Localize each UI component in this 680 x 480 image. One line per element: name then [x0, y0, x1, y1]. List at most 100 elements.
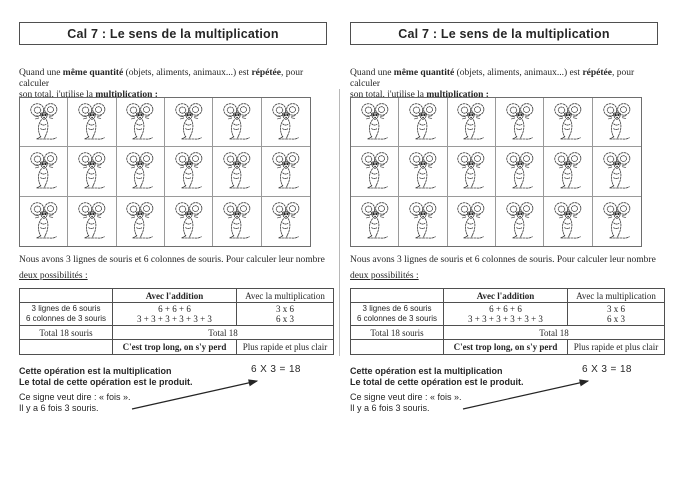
mouse-cell [544, 196, 593, 246]
intro-bold: multiplication : [426, 90, 489, 100]
multiplication-expression: 6 x 3 [276, 314, 294, 324]
mouse-icon [30, 103, 57, 140]
mouse-icon [223, 152, 251, 189]
mouse-icon [554, 103, 582, 140]
page-title: Cal 7 : Le sens de la multiplication [398, 26, 610, 41]
mouse-icon [175, 103, 202, 140]
mouse-cell [164, 147, 214, 197]
mouse-icon [78, 202, 106, 239]
annotation-arrow [131, 379, 259, 410]
mouse-icon [78, 152, 106, 189]
intro-bold: répétée [251, 68, 281, 78]
mouse-cell [20, 98, 69, 148]
mouse-cell [399, 196, 448, 246]
intro-part: , pour calculer [350, 68, 635, 89]
total-label: Total 18 souris [370, 327, 424, 338]
mouse-cell [117, 196, 165, 246]
intro-part: , pour calculer [19, 68, 304, 89]
mouse-icon [409, 103, 437, 140]
mouse-cell [68, 196, 117, 246]
mouse-icon [554, 202, 582, 239]
addition-sum: 6 + 6 + 6 [158, 303, 191, 314]
worksheet-page: Cal 7 : Le sens de la multiplication Qua… [10, 0, 334, 480]
comparison-table: Avec l'addition Avec la multiplication 3… [350, 288, 665, 355]
header-multiplication-label: Avec la multiplication [245, 290, 325, 301]
sign-example-line: Il y a 6 fois 3 souris. [19, 403, 99, 413]
mouse-cell [20, 196, 69, 246]
mouse-cell [261, 98, 310, 148]
verdict-empty-cell [19, 339, 113, 355]
conclusion-line: Cette opération est la multiplication [350, 366, 503, 376]
header-multiplication-cell: Avec la multiplication [236, 288, 334, 303]
total-value: Total 18 [208, 327, 238, 338]
mouse-cell [213, 147, 262, 197]
addition-sum: 3 + 3 + 3 + 3 + 3 + 3 [137, 314, 212, 324]
sign-explanation-text: Ce signe veut dire : « fois ».Il y a 6 f… [350, 392, 462, 414]
row-label: 6 colonnes de 3 souris [356, 314, 438, 323]
annotation-arrow [462, 379, 590, 410]
row-label: 3 lignes de 6 souris [362, 303, 432, 313]
mouse-cell [351, 196, 400, 246]
table-total-row: Total 18 souris Total 18 [350, 325, 665, 340]
table-verdict-row: C'est trop long, on s'y perd Plus rapide… [19, 339, 334, 355]
mice-grid [19, 97, 311, 247]
verdict-addition-cell: C'est trop long, on s'y perd [443, 339, 568, 355]
intro-bold: répétée [582, 68, 612, 78]
intro-part: (objets, aliments, animaux...) est [454, 68, 583, 78]
multiplication-equation: 6 X 3 = 18 [251, 364, 301, 375]
verdict-multiplication-label: Plus rapide et plus clair [573, 342, 659, 352]
verdict-addition-label: C'est trop long, on s'y perd [122, 342, 227, 352]
total-label-cell: Total 18 souris [19, 325, 113, 340]
comparison-table: Avec l'addition Avec la multiplication 3… [19, 288, 334, 355]
mouse-cell [351, 147, 400, 197]
intro-part: Quand une [350, 68, 394, 78]
intro-part: (objets, aliments, animaux...) est [123, 68, 252, 78]
mouse-icon [175, 152, 202, 189]
sign-meaning-line: Ce signe veut dire : « fois ». [19, 392, 131, 402]
conclusion-line: Cette opération est la multiplication [19, 366, 172, 376]
verdict-multiplication-cell: Plus rapide et plus clair [567, 339, 665, 355]
mouse-icon [457, 202, 485, 239]
mouse-cell [213, 98, 262, 148]
mouse-icon [272, 152, 300, 189]
conclusion-line: Le total de cette opération est le produ… [350, 377, 524, 387]
mouse-cell [592, 98, 641, 148]
mouse-icon [457, 152, 485, 189]
mouse-cell [213, 196, 262, 246]
intro-bold: même quantité [62, 68, 124, 78]
sign-explanation-text: Ce signe veut dire : « fois ».Il y a 6 f… [19, 392, 131, 414]
mouse-cell [116, 98, 165, 148]
mouse-icon [272, 202, 300, 239]
mouse-cell [592, 147, 641, 197]
addition-sum: 3 + 3 + 3 + 3 + 3 + 3 [468, 314, 543, 324]
total-label-cell: Total 18 souris [350, 325, 444, 340]
mouse-cell [495, 98, 545, 148]
mouse-cell [399, 98, 448, 148]
mouse-cell [593, 197, 641, 246]
header-empty-cell [19, 288, 113, 303]
total-value-cell: Total 18 [112, 325, 334, 340]
table-header-row: Avec l'addition Avec la multiplication [350, 288, 665, 303]
verdict-addition-label: C'est trop long, on s'y perd [453, 342, 558, 352]
mouse-icon [361, 103, 388, 140]
counting-line: Nous avons 3 lignes de souris et 6 colon… [19, 255, 325, 265]
intro-part: Quand une [19, 68, 63, 78]
header-addition-label: Avec l'addition [145, 290, 204, 301]
mouse-icon [223, 202, 251, 239]
mouse-icon [554, 152, 582, 189]
mouse-icon [409, 152, 437, 189]
mouse-icon [272, 103, 300, 140]
counting-text: Nous avons 3 lignes de souris et 6 colon… [19, 255, 325, 282]
multiplication-expression: 6 x 3 [607, 314, 625, 324]
table-verdict-row: C'est trop long, on s'y perd Plus rapide… [350, 339, 665, 355]
intro-text: Quand une même quantité (objets, aliment… [19, 68, 325, 101]
mouse-cell [448, 196, 496, 246]
